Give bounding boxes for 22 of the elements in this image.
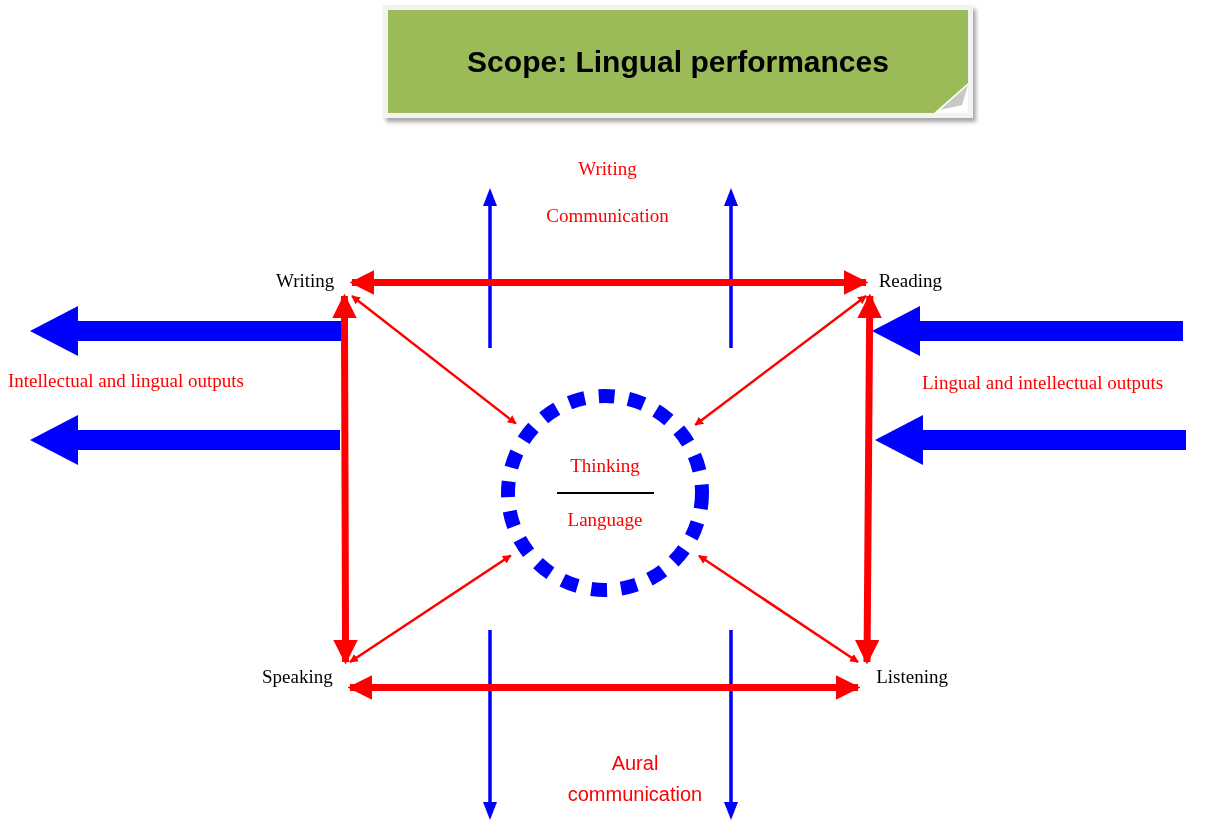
double-arrow bbox=[347, 675, 861, 700]
double-arrow bbox=[349, 270, 869, 295]
corner-label: Writing bbox=[276, 266, 352, 296]
corner-label: Reading bbox=[866, 266, 942, 296]
double-arrow bbox=[349, 554, 512, 664]
corner-label: Speaking bbox=[262, 662, 350, 692]
node-text: Thinking bbox=[570, 453, 640, 478]
double-arrow bbox=[351, 295, 517, 425]
text-label: Writing bbox=[577, 157, 638, 181]
double-arrow bbox=[854, 293, 882, 665]
title-banner bbox=[383, 5, 973, 118]
text-label: Intellectual and lingual outputs bbox=[8, 369, 245, 393]
corner-label: Listening bbox=[858, 662, 948, 692]
double-arrow bbox=[694, 295, 867, 426]
text-label: Communication bbox=[545, 204, 670, 228]
double-arrow bbox=[698, 554, 859, 664]
title-text: Scope: Lingual performances bbox=[467, 44, 889, 80]
dashed-circle-node bbox=[500, 388, 710, 598]
text-label: Lingual and intellectual outputs bbox=[922, 371, 1165, 395]
double-arrow bbox=[332, 293, 358, 665]
text-label: Aural communication bbox=[566, 751, 704, 807]
node-text: Language bbox=[567, 507, 643, 532]
